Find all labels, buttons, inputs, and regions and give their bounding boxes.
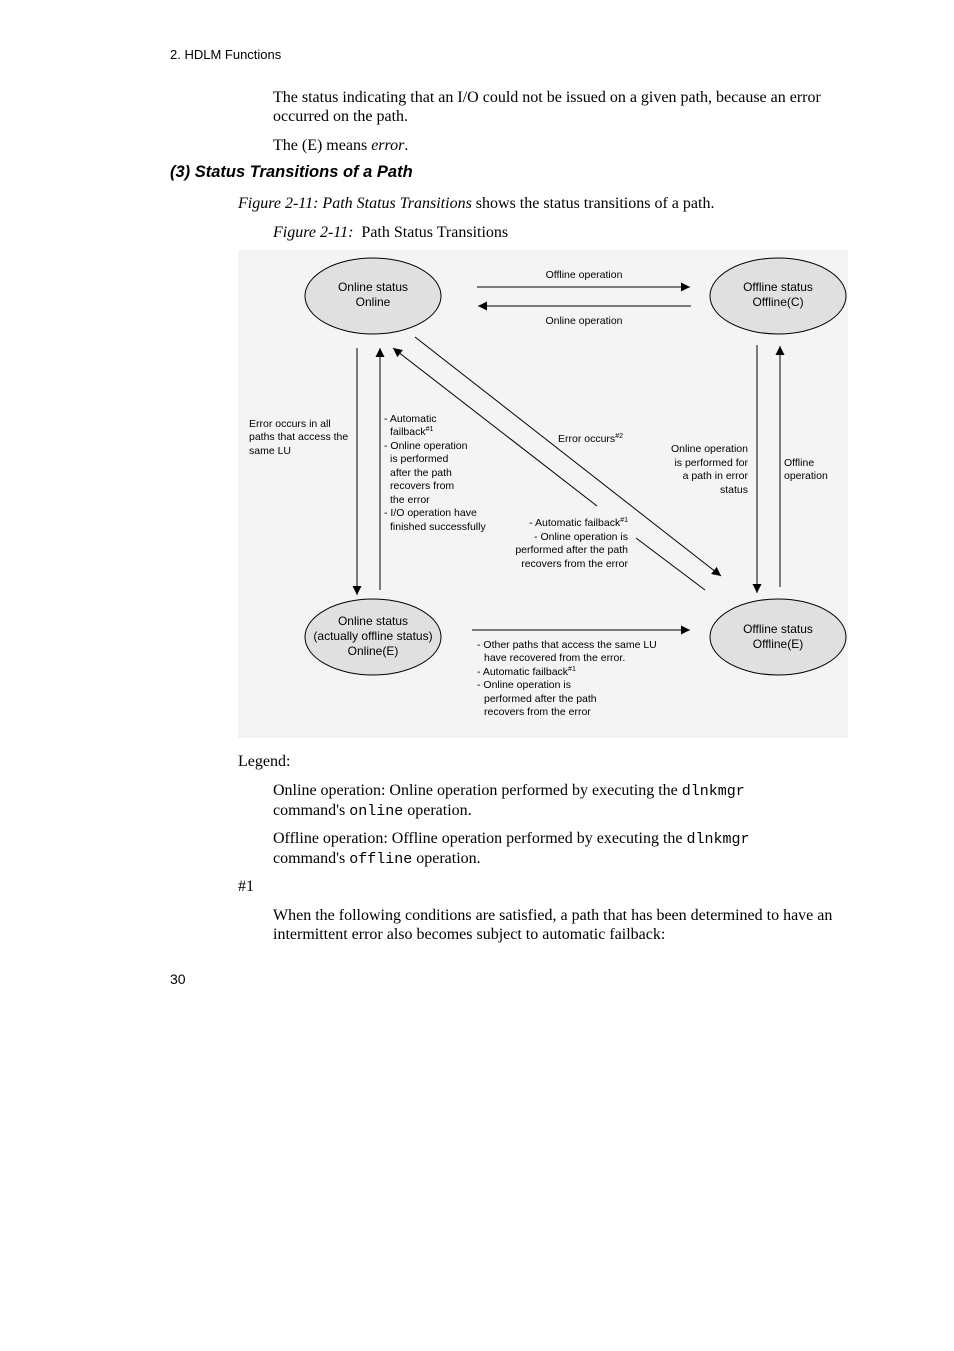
svg-text:Online status: Online status <box>338 614 408 628</box>
intro-paragraph: The status indicating that an I/O could … <box>273 89 821 125</box>
svg-text:have recovered from the error.: have recovered from the error. <box>484 652 625 664</box>
svg-text:Offline(C): Offline(C) <box>752 295 803 309</box>
label-right-online: Online operation is performed for a path… <box>671 443 749 496</box>
legend-offline-operation: Offline operation: Offline operation per… <box>273 830 750 868</box>
svg-text:after the path: after the path <box>390 467 452 479</box>
svg-text:performed after the path: performed after the path <box>484 693 597 705</box>
state-online: Online status Online <box>304 257 442 335</box>
figure-reference-sentence: Figure 2-11: Path Status Transitions sho… <box>238 195 715 212</box>
section-title: (3) Status Transitions of a Path <box>170 163 413 181</box>
label-error-occurs: Error occurs#2 <box>558 433 623 445</box>
svg-text:Offline(E): Offline(E) <box>753 637 803 651</box>
legend-title: Legend: <box>238 753 291 770</box>
svg-text:Online status: Online status <box>338 280 408 294</box>
svg-text:a path in error: a path in error <box>683 470 749 482</box>
svg-text:recovers from the error: recovers from the error <box>484 706 591 718</box>
svg-text:is performed: is performed <box>390 453 449 465</box>
svg-text:performed after the path: performed after the path <box>515 544 628 556</box>
svg-text:- Online operation: - Online operation <box>384 440 468 452</box>
svg-text:finished successfully: finished successfully <box>390 521 486 533</box>
svg-text:- Online operation is: - Online operation is <box>477 679 571 691</box>
svg-text:recovers from: recovers from <box>390 480 454 492</box>
figure-caption: Figure 2-11: Path Status Transitions <box>273 224 509 241</box>
connector-diag-label <box>635 537 706 591</box>
svg-text:Offline: Offline <box>784 457 814 469</box>
page-number: 30 <box>170 971 186 987</box>
svg-text:- Automatic failback#1: - Automatic failback#1 <box>529 517 628 529</box>
svg-text:- Automatic failback#1: - Automatic failback#1 <box>477 666 576 678</box>
svg-text:status: status <box>720 484 748 496</box>
svg-text:recovers from the error: recovers from the error <box>521 558 628 570</box>
label-bottom: - Other paths that access the same LU ha… <box>477 639 657 718</box>
label-offline-operation-top: Offline operation <box>546 269 623 281</box>
svg-text:- Other paths that access the: - Other paths that access the same LU <box>477 639 657 651</box>
intro-error-note: The (E) means error. <box>273 137 409 154</box>
svg-text:- Online operation is: - Online operation is <box>534 531 628 543</box>
svg-text:Online: Online <box>356 295 391 309</box>
figure-reference-link[interactable]: Figure 2-11: Path Status Transitions <box>238 195 472 212</box>
svg-text:(actually offline status): (actually offline status) <box>313 629 432 643</box>
state-online-e: Online status (actually offline status) … <box>304 598 442 676</box>
label-left-recover: - Automatic failback#1 - Online operatio… <box>384 413 486 533</box>
svg-text:Error occurs in all: Error occurs in all <box>249 418 331 430</box>
svg-text:Online(E): Online(E) <box>348 644 399 658</box>
label-diagonal-recover: - Automatic failback#1 - Online operatio… <box>515 517 628 570</box>
path-status-diagram: Online status Online Offline status Offl… <box>238 250 848 738</box>
state-offline-c: Offline status Offline(C) <box>709 257 847 335</box>
note-text: When the following conditions are satisf… <box>273 907 833 943</box>
svg-text:same LU: same LU <box>249 445 291 457</box>
label-right-offline: Offline operation <box>784 457 828 482</box>
state-offline-e: Offline status Offline(E) <box>709 598 847 676</box>
svg-text:the error: the error <box>390 494 430 506</box>
legend-online-operation: Online operation: Online operation perfo… <box>273 782 745 820</box>
svg-text:operation: operation <box>784 470 828 482</box>
svg-text:Online operation: Online operation <box>671 443 748 455</box>
svg-text:failback#1: failback#1 <box>390 426 434 438</box>
svg-text:- Automatic: - Automatic <box>384 413 437 425</box>
label-online-operation-top: Online operation <box>545 315 622 327</box>
label-left-error: Error occurs in all paths that access th… <box>249 418 348 457</box>
arrow-online-to-offline-e <box>414 336 722 577</box>
running-header: 2. HDLM Functions <box>170 47 282 62</box>
arrow-offline-e-to-online <box>392 347 598 507</box>
svg-text:paths that access the: paths that access the <box>249 431 348 443</box>
svg-text:Offline status: Offline status <box>743 622 813 636</box>
note-label: #1 <box>238 878 254 895</box>
svg-text:- I/O operation have: - I/O operation have <box>384 507 477 519</box>
svg-text:is performed for: is performed for <box>674 457 748 469</box>
svg-text:Offline status: Offline status <box>743 280 813 294</box>
